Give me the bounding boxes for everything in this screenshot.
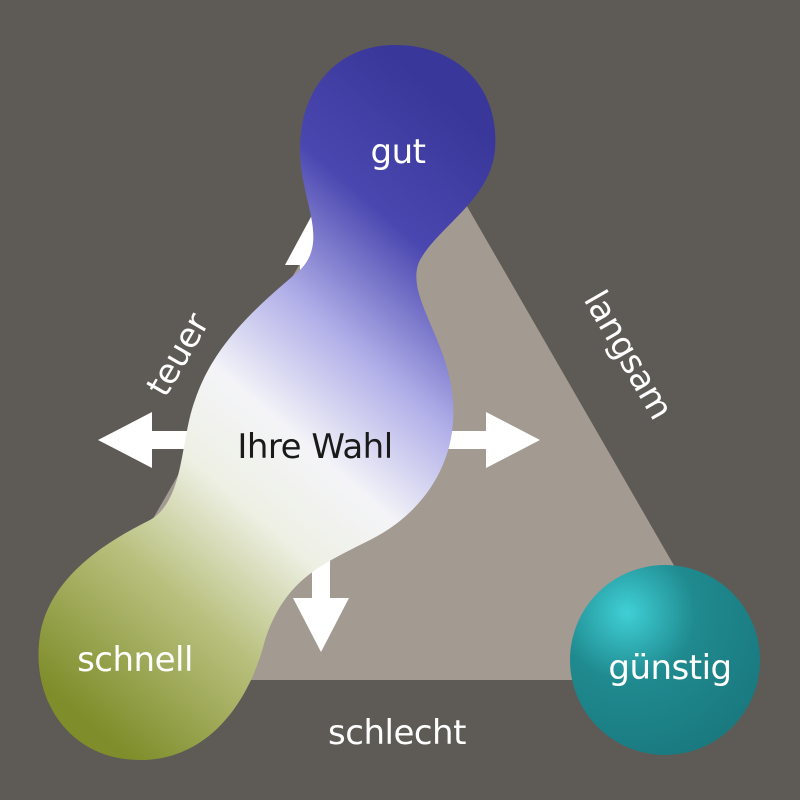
label-your-choice: Ihre Wahl bbox=[237, 427, 393, 467]
label-cheap: günstig bbox=[608, 648, 732, 688]
cheap-circle bbox=[570, 565, 760, 755]
choice-blob bbox=[38, 45, 496, 760]
label-good: gut bbox=[370, 132, 426, 172]
label-bad: schlecht bbox=[328, 713, 466, 753]
label-fast: schnell bbox=[77, 640, 193, 680]
